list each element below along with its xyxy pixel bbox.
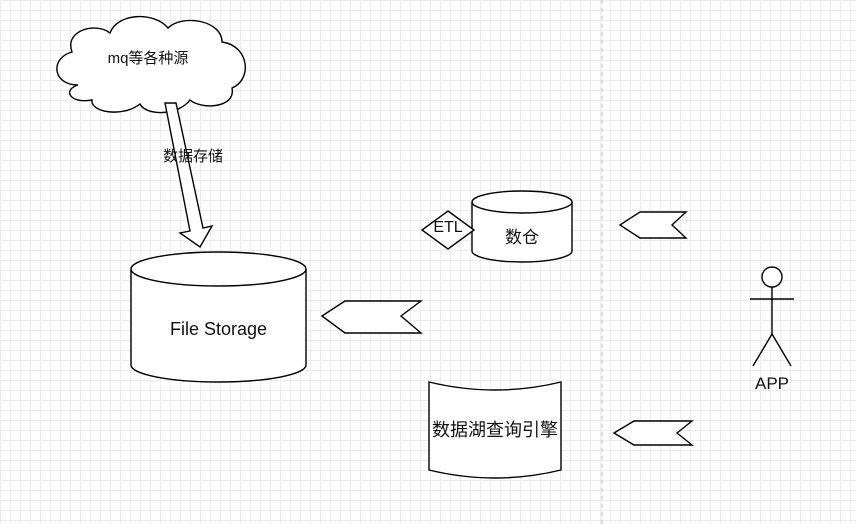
chevron-arrow-warehouse[interactable] <box>618 211 688 239</box>
cloud-label: mq等各种源 <box>107 50 189 67</box>
query-engine-shape[interactable] <box>428 381 562 479</box>
app-actor-label: APP <box>754 374 790 393</box>
file-storage-label: File Storage <box>169 319 268 339</box>
storage-arrow[interactable] <box>164 102 214 249</box>
warehouse-cylinder[interactable] <box>471 190 573 263</box>
etl-label: ETL <box>433 219 463 236</box>
query-engine-label: 数据湖查询引擎 <box>432 420 558 440</box>
chevron-arrow-storage[interactable] <box>320 300 424 334</box>
cloud-shape[interactable] <box>56 15 246 114</box>
app-actor-icon[interactable] <box>750 266 794 367</box>
warehouse-label: 数仓 <box>505 228 539 247</box>
storage-arrow-label: 数据存储 <box>162 148 223 165</box>
file-storage-cylinder[interactable] <box>130 251 307 383</box>
chevron-arrow-engine[interactable] <box>612 420 694 446</box>
etl-diamond[interactable] <box>420 210 476 250</box>
